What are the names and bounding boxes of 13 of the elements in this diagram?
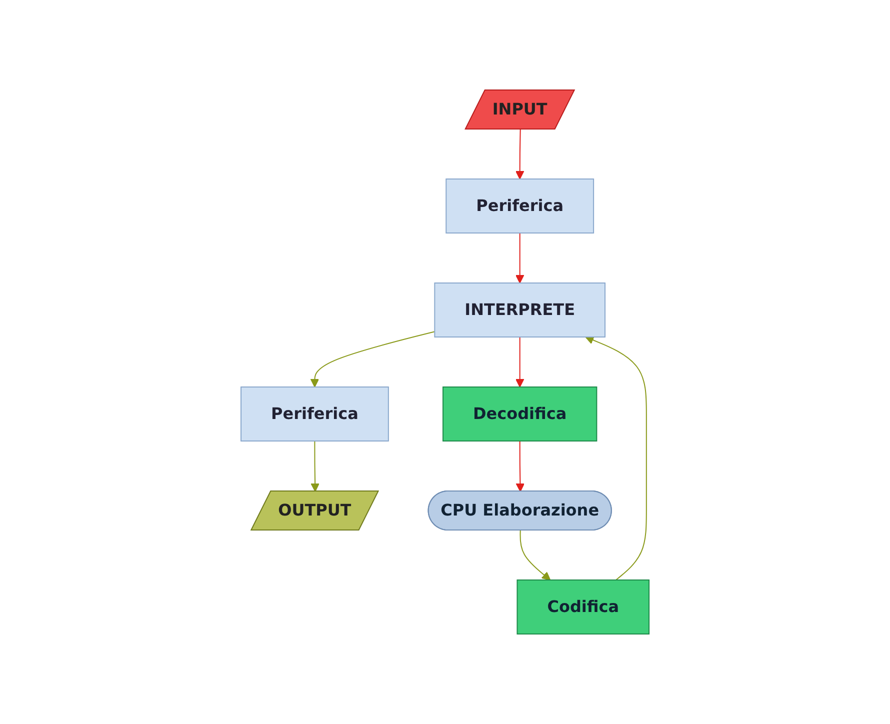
node-box: INTERPRETE <box>434 282 606 338</box>
arrow <box>310 440 320 492</box>
arrow <box>310 331 436 388</box>
arrow <box>516 440 525 492</box>
node-box: Decodifica <box>442 386 598 442</box>
arrow <box>585 336 647 580</box>
arrow <box>515 129 524 180</box>
node-box: Periferica <box>446 178 594 234</box>
node-box: Codifica <box>516 579 650 634</box>
node-box: Periferica <box>240 386 389 442</box>
arrow <box>515 336 524 388</box>
arrow <box>515 232 524 284</box>
arrow <box>520 530 551 580</box>
